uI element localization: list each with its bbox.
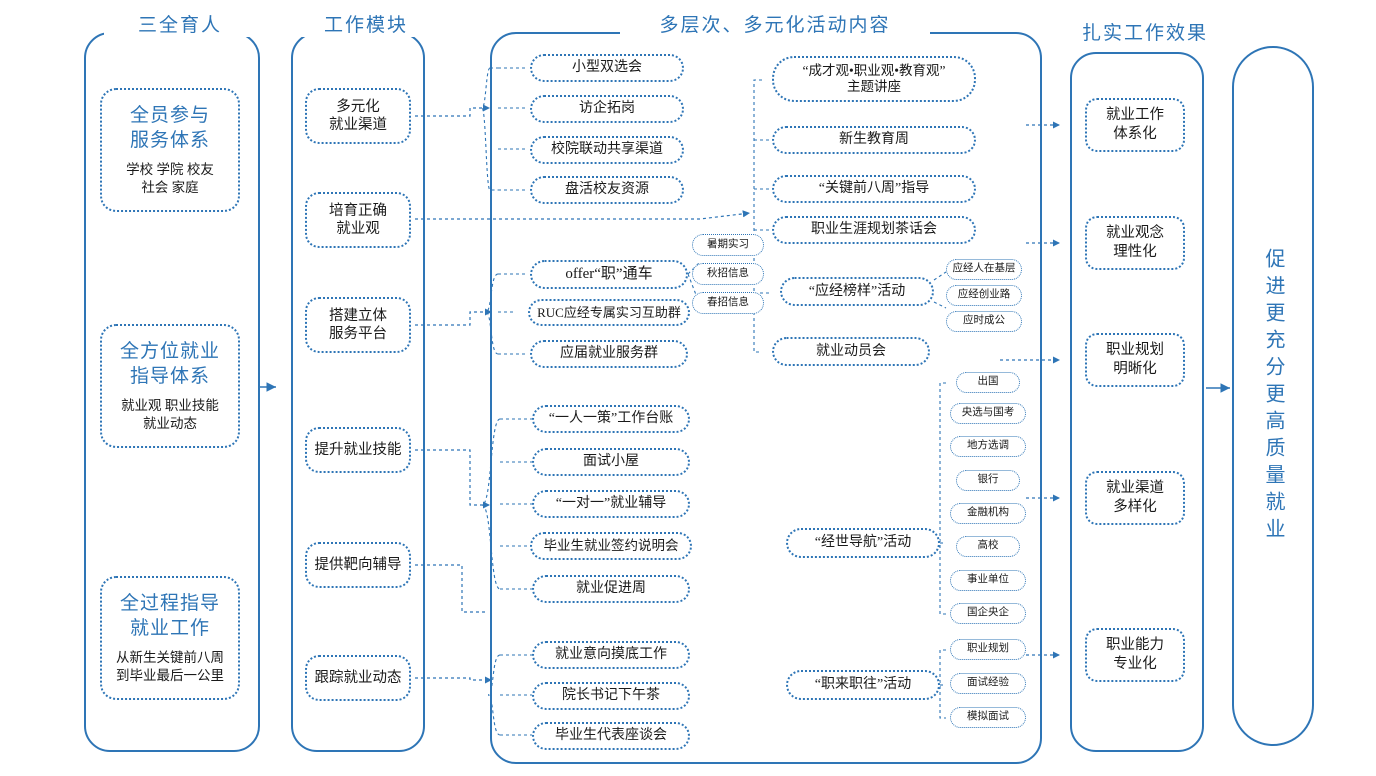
module-5-text: 提供靶向辅导 (314, 556, 402, 573)
activity-platform-2[interactable]: RUC应经专属实习互助群 (528, 299, 690, 326)
navigation-sub-3[interactable]: 地方选调 (950, 436, 1026, 457)
activity-value-4[interactable]: 职业生涯规划茶话会 (772, 216, 976, 244)
panel-title-c2: 工作模块 (301, 10, 431, 37)
module-1-text: 多元化 就业渠道 (329, 98, 387, 133)
activity-career[interactable]: “职来职往”活动 (786, 670, 940, 700)
panel-title-c3: 多层次、多元化活动内容 (620, 10, 930, 37)
module-chip-6[interactable]: 跟踪就业动态 (305, 655, 411, 701)
navigation-sub-2[interactable]: 央选与国考 (950, 403, 1026, 424)
module-6-text: 跟踪就业动态 (314, 669, 402, 686)
pillar-card-3[interactable]: 全过程指导 就业工作 从新生关键前八周 到毕业最后一公里 (100, 576, 240, 700)
result-4-text: 就业渠道 多样化 (1106, 480, 1164, 515)
activity-value-3[interactable]: “关键前八周”指导 (772, 175, 976, 203)
activity-channel-2[interactable]: 访企拓岗 (530, 95, 684, 123)
activity-platform-1[interactable]: offer“职”通车 (530, 260, 688, 289)
panel-work-results (1070, 52, 1204, 752)
activity-value-1[interactable]: “成才观•职业观•教育观” 主题讲座 (772, 56, 976, 102)
activity-skill-1[interactable]: “一人一策”工作台账 (532, 405, 690, 433)
model-sub-1[interactable]: 应经人在基层 (946, 259, 1022, 280)
platform-sub-1[interactable]: 暑期实习 (692, 234, 764, 256)
module-chip-3[interactable]: 搭建立体 服务平台 (305, 297, 411, 353)
module-chip-5[interactable]: 提供靶向辅导 (305, 542, 411, 588)
career-sub-2[interactable]: 面试经验 (950, 673, 1026, 694)
result-2-text: 就业观念 理性化 (1106, 225, 1164, 260)
activity-navigation[interactable]: “经世导航”活动 (786, 528, 940, 558)
career-sub-3[interactable]: 模拟面试 (950, 707, 1026, 728)
navigation-sub-8[interactable]: 国企央企 (950, 603, 1026, 624)
navigation-sub-5[interactable]: 金融机构 (950, 503, 1026, 524)
navigation-sub-4[interactable]: 银行 (956, 470, 1020, 491)
activity-skill-4[interactable]: 毕业生就业签约说明会 (530, 532, 692, 560)
result-chip-4[interactable]: 就业渠道 多样化 (1085, 471, 1185, 525)
platform-sub-3[interactable]: 春招信息 (692, 292, 764, 314)
result-5-text: 职业能力 专业化 (1106, 637, 1164, 672)
module-chip-1[interactable]: 多元化 就业渠道 (305, 88, 411, 144)
model-sub-3[interactable]: 应时成公 (946, 311, 1022, 332)
result-3-text: 职业规划 明晰化 (1106, 342, 1164, 377)
activity-channel-3[interactable]: 校院联动共享渠道 (530, 136, 684, 164)
module-chip-4[interactable]: 提升就业技能 (305, 427, 411, 473)
result-1-text: 就业工作 体系化 (1106, 107, 1164, 142)
activity-skill-5[interactable]: 就业促进周 (532, 575, 690, 603)
panel-title-c1: 三全育人 (104, 10, 256, 37)
pillar-3-sub: 从新生关键前八周 到毕业最后一公里 (116, 649, 224, 684)
result-chip-3[interactable]: 职业规划 明晰化 (1085, 333, 1185, 387)
navigation-sub-6[interactable]: 高校 (956, 536, 1020, 557)
panel-title-c4: 扎实工作效果 (1068, 18, 1222, 45)
model-sub-2[interactable]: 应经创业路 (946, 285, 1022, 306)
activity-value-1-text: “成才观•职业观•教育观” 主题讲座 (802, 62, 946, 94)
activity-value-6[interactable]: 就业动员会 (772, 337, 930, 366)
activity-skill-2[interactable]: 面试小屋 (532, 448, 690, 476)
pillar-2-head: 全方位就业 指导体系 (119, 340, 220, 388)
activity-tracking-2[interactable]: 院长书记下午茶 (532, 682, 690, 710)
module-4-text: 提升就业技能 (314, 441, 402, 458)
module-2-text: 培育正确 就业观 (329, 202, 387, 237)
result-chip-1[interactable]: 就业工作 体系化 (1085, 98, 1185, 152)
pillar-1-head: 全员参与 服务体系 (129, 104, 210, 152)
platform-sub-2[interactable]: 秋招信息 (692, 263, 764, 285)
pillar-card-2[interactable]: 全方位就业 指导体系 就业观 职业技能 就业动态 (100, 324, 240, 448)
activity-skill-3[interactable]: “一对一”就业辅导 (532, 490, 690, 518)
pillar-2-sub: 就业观 职业技能 就业动态 (121, 397, 219, 432)
navigation-sub-7[interactable]: 事业单位 (950, 570, 1026, 591)
navigation-sub-1[interactable]: 出国 (956, 372, 1020, 393)
career-sub-1[interactable]: 职业规划 (950, 639, 1026, 660)
pillar-1-sub: 学校 学院 校友 社会 家庭 (126, 161, 214, 196)
final-goal-text: 促进更充分更高质量就业 (1262, 247, 1284, 545)
module-3-text: 搭建立体 服务平台 (329, 307, 387, 342)
result-chip-5[interactable]: 职业能力 专业化 (1085, 628, 1185, 682)
activity-channel-1[interactable]: 小型双选会 (530, 54, 684, 82)
activity-channel-4[interactable]: 盘活校友资源 (530, 176, 684, 204)
activity-tracking-1[interactable]: 就业意向摸底工作 (532, 641, 690, 669)
activity-platform-3[interactable]: 应届就业服务群 (530, 340, 688, 368)
activity-value-5[interactable]: “应经榜样”活动 (780, 277, 934, 306)
activity-tracking-3[interactable]: 毕业生代表座谈会 (532, 722, 690, 750)
activity-value-2[interactable]: 新生教育周 (772, 126, 976, 154)
result-chip-2[interactable]: 就业观念 理性化 (1085, 216, 1185, 270)
final-goal-box: 促进更充分更高质量就业 (1232, 46, 1314, 746)
module-chip-2[interactable]: 培育正确 就业观 (305, 192, 411, 248)
pillar-card-1[interactable]: 全员参与 服务体系 学校 学院 校友 社会 家庭 (100, 88, 240, 212)
pillar-3-head: 全过程指导 就业工作 (119, 592, 220, 640)
